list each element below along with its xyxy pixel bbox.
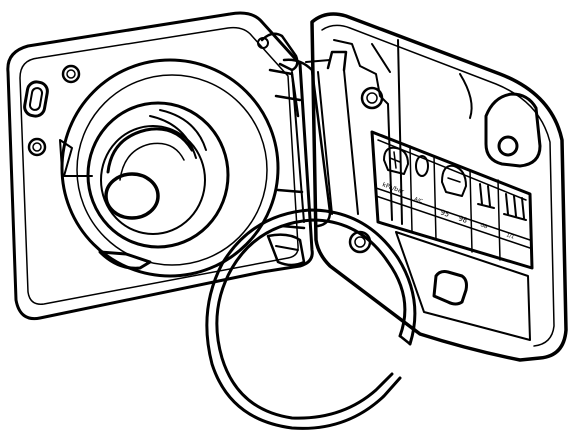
cap-retaining-ring: [205, 208, 417, 430]
filler-neck: [60, 58, 280, 278]
octane-label-95: 95: [439, 208, 450, 219]
tyre-icon: [477, 183, 495, 209]
fuel-door-outer: [310, 12, 568, 362]
screw-left-upper: [61, 64, 81, 84]
label-row-text-3: GB: [479, 222, 488, 230]
label-row-text-2: A/C: [413, 196, 424, 205]
tyre-pressure-label: kPa/bar A/C GB 1/1 95 98: [370, 130, 534, 270]
screw-left-lower: [27, 137, 47, 157]
tyre-icon-2: [503, 193, 527, 221]
fuel-drop-icon: [415, 155, 429, 177]
label-row-text-4: 1/1: [505, 232, 515, 240]
hinge-assembly: [257, 32, 359, 267]
octane-label-98: 98: [457, 214, 468, 225]
drain-grommet: [23, 80, 49, 118]
pressure-gauge-icon-2: [441, 164, 467, 197]
body-recess-panel: [6, 11, 314, 321]
door-latch-tab: [484, 92, 542, 168]
pressure-gauge-icon: [383, 146, 409, 175]
door-lower-recess: [395, 231, 531, 341]
bayonet-tab-lower: [59, 139, 152, 270]
screw-door-upper: [360, 86, 384, 110]
